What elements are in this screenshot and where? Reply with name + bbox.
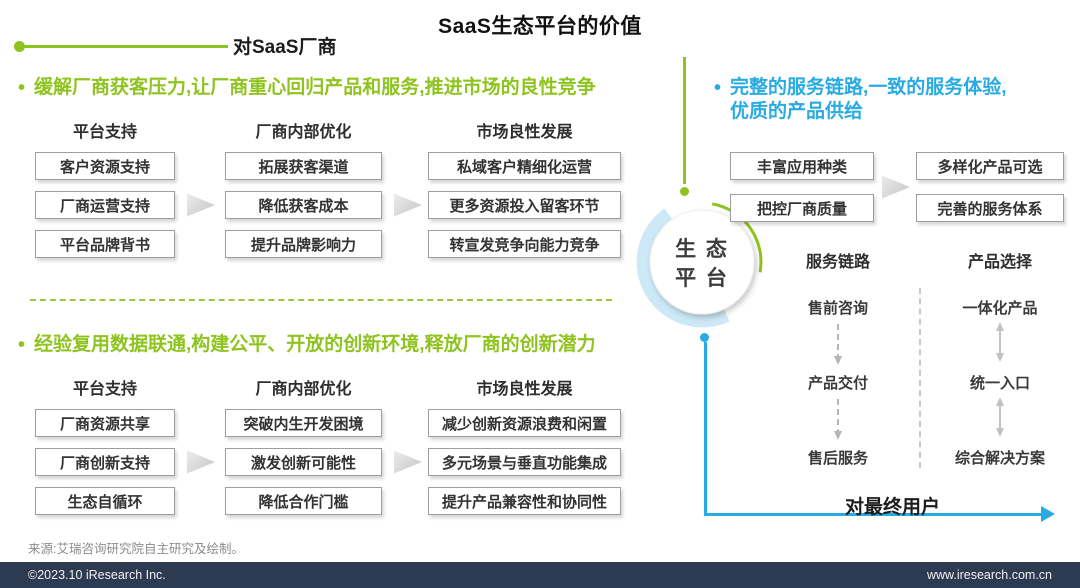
value-box: 减少创新资源浪费和闲置 — [428, 409, 621, 437]
dashed-separator — [30, 299, 612, 301]
user-headline: • 完整的服务链路,一致的服务体验, 优质的产品供给 — [714, 76, 1007, 124]
footer-copyright: ©2023.10 iResearch Inc. — [28, 568, 166, 582]
value-box: 降低获客成本 — [225, 191, 382, 219]
source-note: 来源:艾瑞咨询研究院自主研究及绘制。 — [28, 542, 244, 556]
value-box: 平台品牌背书 — [35, 230, 175, 258]
user-connector-start-dot — [700, 333, 709, 342]
value-box: 把控厂商质量 — [730, 194, 874, 222]
value-box: 更多资源投入留客环节 — [428, 191, 621, 219]
column-header: 厂商内部优化 — [255, 381, 352, 398]
bullet-icon: • — [18, 77, 26, 99]
value-box: 私域客户精细化运营 — [428, 152, 621, 180]
vendor-headline-2: • 经验复用数据联通,构建公平、开放的创新环境,释放厂商的创新潜力 — [18, 333, 596, 357]
column-header: 平台支持 — [72, 124, 137, 141]
flow-updown-arrow-icon — [996, 397, 1004, 437]
chain-step: 产品交付 — [807, 375, 868, 392]
vendor-connector-end-dot — [680, 187, 689, 196]
value-box: 厂商创新支持 — [35, 448, 175, 476]
user-connector-vline — [704, 342, 707, 516]
column-header: 市场良性发展 — [476, 124, 573, 141]
value-box: 突破内生开发困境 — [225, 409, 382, 437]
column-divider — [919, 288, 921, 468]
vendor-connector-start-dot — [14, 41, 25, 52]
value-box: 丰富应用种类 — [730, 152, 874, 180]
value-box: 拓展获客渠道 — [225, 152, 382, 180]
user-connector-arrowhead-icon — [1041, 506, 1055, 522]
vendor-headline-1-text: 缓解厂商获客压力,让厂商重心回归产品和服务,推进市场的良性竞争 — [34, 77, 596, 98]
value-box: 多样化产品可选 — [916, 152, 1064, 180]
flow-down-arrow-icon — [834, 399, 842, 440]
flow-right-arrow-icon — [394, 193, 422, 217]
user-headline-text: 完整的服务链路,一致的服务体验, 优质的产品供给 — [730, 76, 1007, 124]
column-header: 平台支持 — [72, 381, 137, 398]
value-box: 多元场景与垂直功能集成 — [428, 448, 621, 476]
chain-step: 售前咨询 — [807, 300, 868, 317]
value-box: 转宣发竞争向能力竞争 — [428, 230, 621, 258]
service-chain-header: 服务链路 — [805, 254, 870, 271]
flow-updown-arrow-icon — [996, 322, 1004, 362]
vendor-headline-1: • 缓解厂商获客压力,让厂商重心回归产品和服务,推进市场的良性竞争 — [18, 76, 596, 100]
vendor-headline-2-text: 经验复用数据联通,构建公平、开放的创新环境,释放厂商的创新潜力 — [34, 334, 596, 355]
flow-right-arrow-icon — [882, 175, 910, 199]
ecosystem-circle-graphic — [636, 202, 763, 328]
page-title: SaaS生态平台的价值 — [438, 15, 642, 38]
vendor-connector-hline — [24, 45, 228, 48]
choice-option: 统一入口 — [969, 375, 1030, 392]
flow-right-arrow-icon — [187, 193, 215, 217]
value-box: 降低合作门槛 — [225, 487, 382, 515]
value-box: 厂商资源共享 — [35, 409, 175, 437]
user-section-label: 对最终用户 — [845, 497, 941, 518]
value-box: 激发创新可能性 — [225, 448, 382, 476]
circle-text-line2: 平 台 — [675, 267, 729, 290]
value-box: 提升品牌影响力 — [225, 230, 382, 258]
ecosystem-circle-label: 生 态 平 台 — [630, 192, 774, 336]
flow-down-arrow-icon — [834, 324, 842, 365]
vendor-connector-vline — [683, 57, 686, 184]
vendor-section-label: 对SaaS厂商 — [233, 37, 337, 58]
bullet-icon: • — [714, 77, 722, 99]
column-header: 市场良性发展 — [476, 381, 573, 398]
product-choice-header: 产品选择 — [967, 254, 1032, 271]
flow-right-arrow-icon — [394, 450, 422, 474]
value-box: 完善的服务体系 — [916, 194, 1064, 222]
bullet-icon: • — [18, 334, 26, 356]
choice-option: 一体化产品 — [962, 300, 1038, 317]
choice-option: 综合解决方案 — [954, 450, 1045, 467]
user-headline-line1: 完整的服务链路,一致的服务体验, — [730, 77, 1007, 98]
value-box: 客户资源支持 — [35, 152, 175, 180]
footer-website: www.iresearch.com.cn — [926, 568, 1052, 582]
circle-text-line1: 生 态 — [675, 238, 729, 261]
value-box: 生态自循环 — [35, 487, 175, 515]
user-connector-hline — [704, 513, 1042, 516]
value-box: 提升产品兼容性和协同性 — [428, 487, 621, 515]
footer-bar: ©2023.10 iResearch Inc. www.iresearch.co… — [0, 562, 1080, 588]
column-header: 厂商内部优化 — [255, 124, 352, 141]
chain-step: 售后服务 — [807, 450, 868, 467]
user-headline-line2: 优质的产品供给 — [730, 101, 864, 122]
flow-right-arrow-icon — [187, 450, 215, 474]
value-box: 厂商运营支持 — [35, 191, 175, 219]
